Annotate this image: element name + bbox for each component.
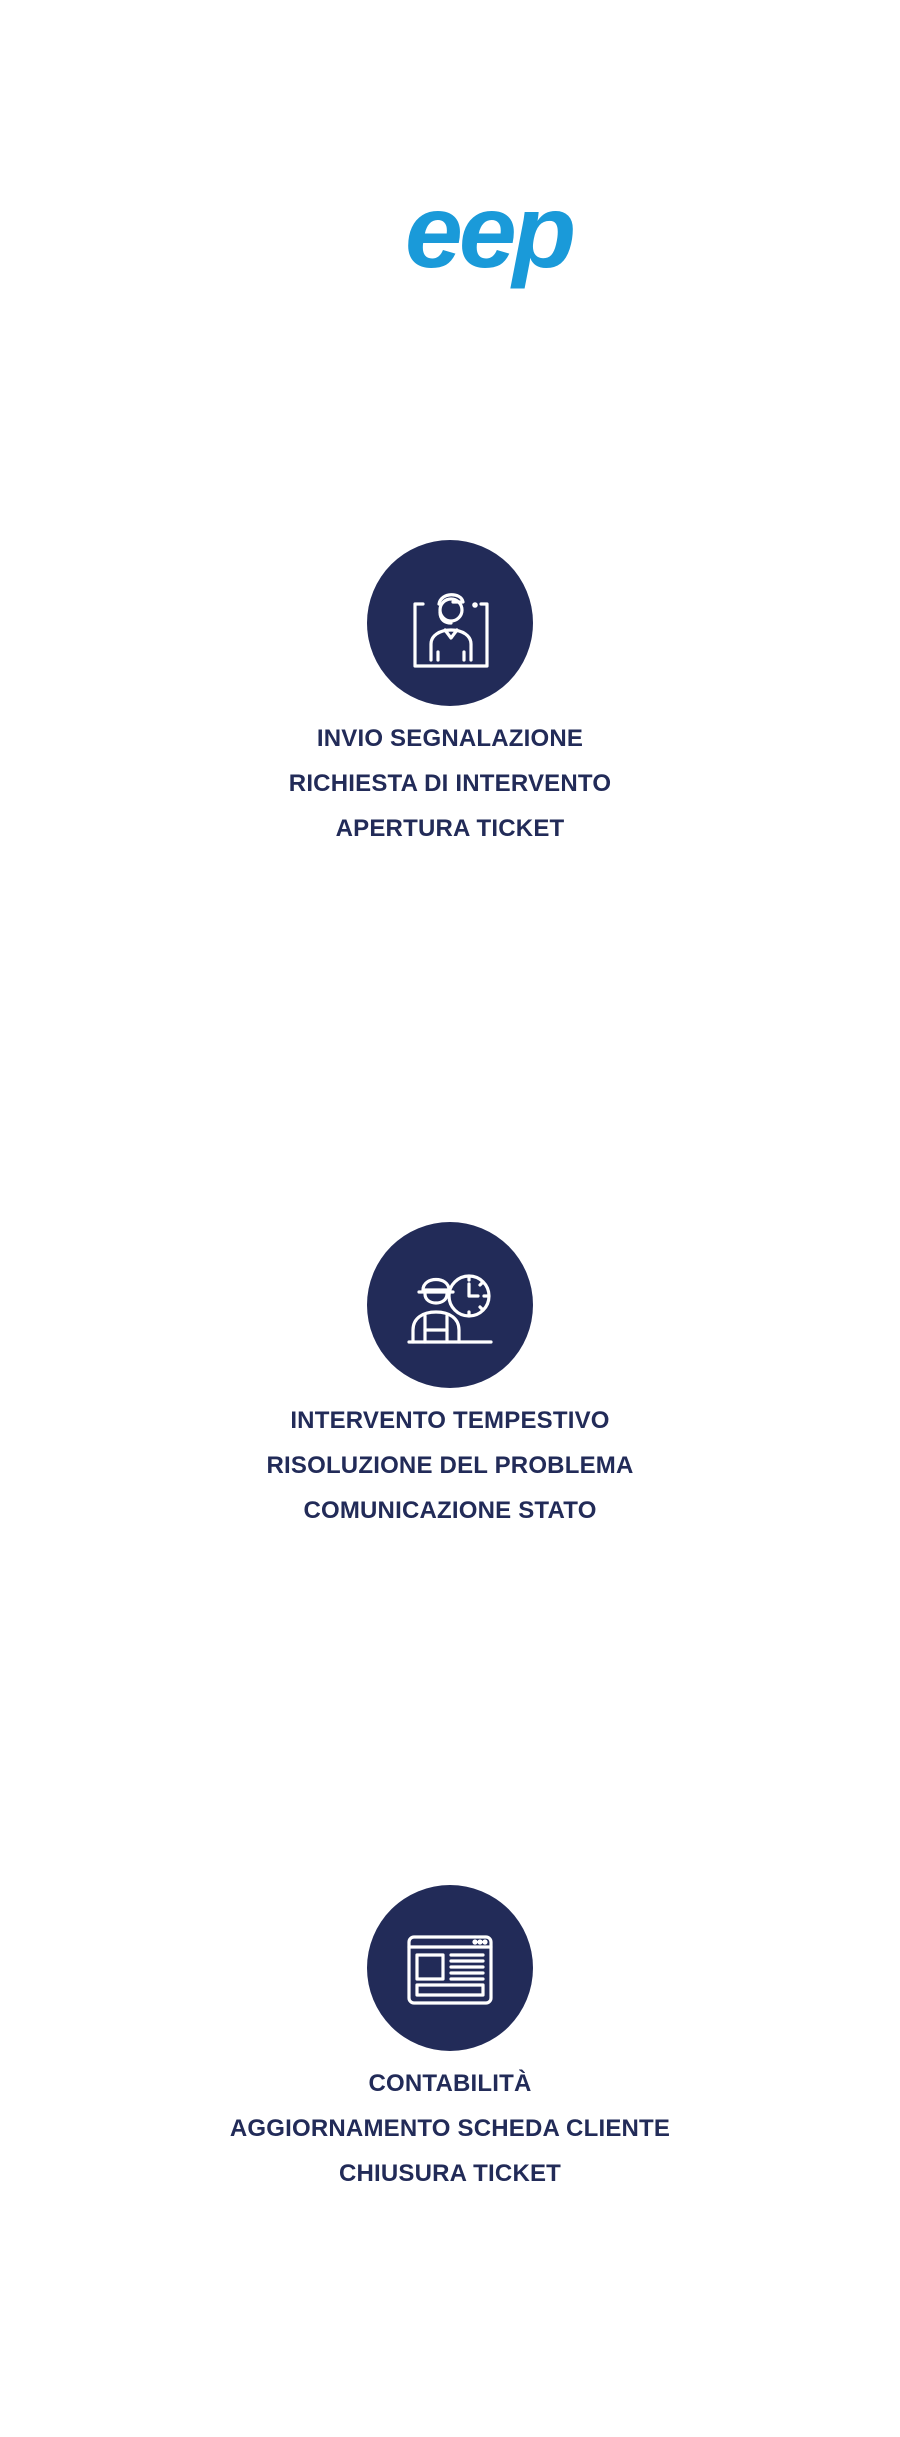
eep-logo: eep [405,195,610,290]
step-line: CONTABILITÀ [368,2070,532,2097]
technician-clock-icon [407,1274,493,1344]
step-line: AGGIORNAMENTO SCHEDA CLIENTE [229,2115,671,2142]
step-line: INTERVENTO TEMPESTIVO [290,1407,610,1434]
step-line: COMUNICAZIONE STATO [303,1497,597,1524]
step-line: RISOLUZIONE DEL PROBLEMA [266,1452,634,1479]
step-line: APERTURA TICKET [335,815,565,842]
step-icon-circle [367,1885,533,2051]
step-text: INTERVENTO TEMPESTIVO RISOLUZIONE DEL PR… [0,1398,900,1533]
browser-window-icon [407,1935,493,2005]
step-intervention: INTERVENTO TEMPESTIVO RISOLUZIONE DEL PR… [0,1222,900,1533]
logo-text: eep [405,195,574,290]
step-report: INVIO SEGNALAZIONE RICHIESTA DI INTERVEN… [0,540,900,851]
step-icon-circle [367,1222,533,1388]
support-operator-icon [413,593,489,668]
step-line: INVIO SEGNALAZIONE [316,725,584,752]
step-text: INVIO SEGNALAZIONE RICHIESTA DI INTERVEN… [0,716,900,851]
step-accounting: CONTABILITÀ AGGIORNAMENTO SCHEDA CLIENTE… [0,1885,900,2196]
step-icon-circle [367,540,533,706]
step-line: CHIUSURA TICKET [338,2160,562,2187]
step-line: RICHIESTA DI INTERVENTO [288,770,612,797]
eep-logo-mark: eep [405,195,578,290]
step-text: CONTABILITÀ AGGIORNAMENTO SCHEDA CLIENTE… [0,2061,900,2196]
